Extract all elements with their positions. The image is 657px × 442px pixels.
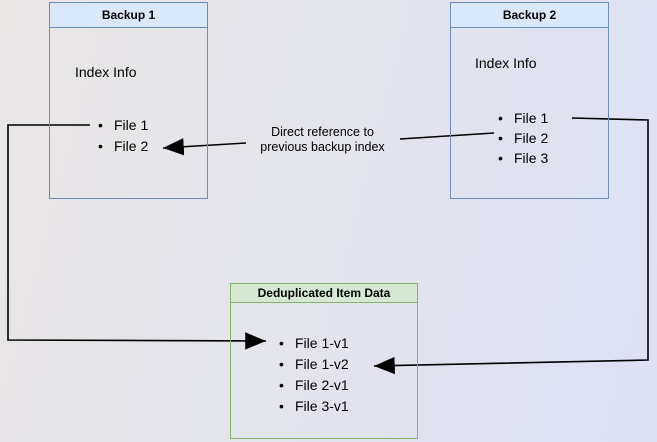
file-label: File 2 (114, 138, 149, 154)
file-label: File 1-v2 (295, 356, 349, 372)
list-item: • File 2-v1 (276, 375, 349, 396)
bullet-icon: • (279, 356, 284, 372)
dedup-header: Deduplicated Item Data (231, 284, 417, 303)
list-item: • File 1-v1 (276, 333, 349, 354)
backup2-file-list: • File 1 • File 2 • File 3 (495, 108, 548, 168)
backup1-title: Backup 1 (101, 8, 156, 22)
file-label: File 2-v1 (295, 377, 349, 393)
list-item: • File 1 (495, 108, 548, 128)
file-label: File 1 (514, 110, 549, 126)
dedup-node: Deduplicated Item Data • File 1-v1 • Fil… (230, 283, 418, 439)
list-item: • File 2 (95, 136, 148, 157)
backup2-title: Backup 2 (502, 8, 557, 22)
file-label: File 1-v1 (295, 335, 349, 351)
dedup-file-list: • File 1-v1 • File 1-v2 • File 2-v1 • Fi… (276, 333, 349, 417)
list-item: • File 3 (495, 148, 548, 168)
direct-reference-label-line2: previous backup index (260, 140, 385, 154)
list-item: • File 1 (95, 115, 148, 136)
bullet-icon: • (279, 335, 284, 351)
file-label: File 3-v1 (295, 398, 349, 414)
bullet-icon: • (498, 110, 503, 126)
backup1-subtitle: Index Info (75, 64, 137, 80)
dedup-title: Deduplicated Item Data (257, 286, 391, 300)
direct-reference-label: Direct reference to previous backup inde… (230, 125, 415, 155)
list-item: • File 2 (495, 128, 548, 148)
backup1-file-list: • File 1 • File 2 (95, 115, 148, 157)
file-label: File 3 (514, 150, 549, 166)
backup2-subtitle: Index Info (475, 55, 537, 71)
backup2-node: Backup 2 Index Info • File 1 • File 2 • … (450, 2, 609, 199)
bullet-icon: • (279, 398, 284, 414)
bullet-icon: • (498, 150, 503, 166)
file-label: File 2 (514, 130, 549, 146)
bullet-icon: • (498, 130, 503, 146)
backup1-header: Backup 1 (50, 3, 207, 28)
bullet-icon: • (279, 377, 284, 393)
file-label: File 1 (114, 117, 149, 133)
backup1-node: Backup 1 Index Info • File 1 • File 2 (49, 2, 208, 199)
bullet-icon: • (98, 138, 103, 154)
list-item: • File 1-v2 (276, 354, 349, 375)
backup2-header: Backup 2 (451, 3, 608, 28)
list-item: • File 3-v1 (276, 396, 349, 417)
direct-reference-label-line1: Direct reference to (271, 125, 374, 139)
bullet-icon: • (98, 117, 103, 133)
